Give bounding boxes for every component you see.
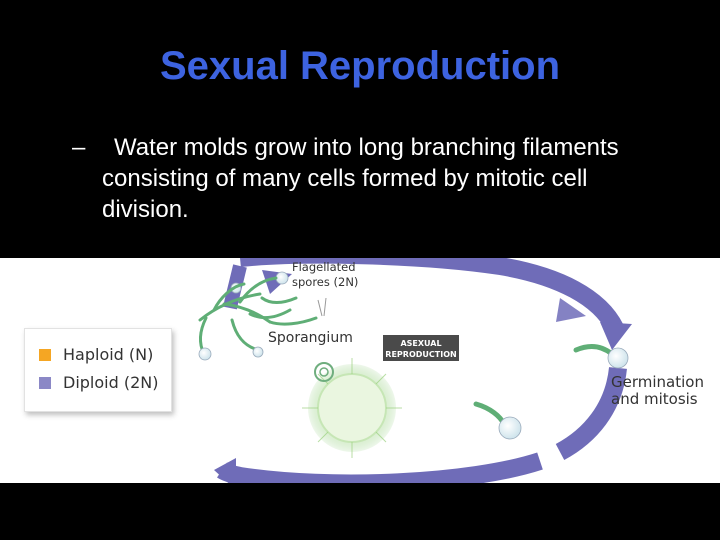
cycle-arrow-bottom	[217, 452, 543, 483]
germinating-spore-icon	[473, 401, 522, 440]
bottom-bar	[0, 483, 720, 540]
asexual-reproduction-tag: ASEXUAL REPRODUCTION	[383, 335, 459, 361]
bullet-text: Water molds grow into long branching fil…	[102, 134, 619, 223]
haploid-swatch	[39, 348, 51, 361]
cycle-arrow-right	[555, 366, 627, 460]
germination-label: Germination and mitosis	[611, 374, 704, 408]
flagellated-spores-label: Flagellated spores (2N)	[292, 260, 358, 290]
legend-label-haploid: Haploid (N)	[63, 345, 154, 364]
germination-label-line2: and mitosis	[611, 390, 698, 408]
legend-label-diploid: Diploid (2N)	[63, 373, 159, 392]
bullet-dash: –	[72, 134, 86, 161]
cycle-arrowhead-upper	[262, 270, 292, 294]
cycle-arrow-top	[240, 258, 624, 333]
asexual-tag-line1: ASEXUAL	[400, 339, 442, 348]
cycle-arrowhead-right	[600, 322, 632, 350]
germination-label-line1: Germination	[611, 373, 704, 391]
life-cycle-diagram: Flagellated spores (2N) Sporangium ASEXU…	[0, 258, 720, 483]
zoospore-icon	[314, 362, 334, 382]
life-cycle-illustration	[198, 258, 632, 483]
cycle-arrowhead-mid	[556, 298, 586, 322]
slide-title: Sexual Reproduction	[159, 44, 561, 88]
sporangium-label: Sporangium	[268, 330, 353, 346]
flagellated-label-line2: spores (2N)	[292, 275, 359, 289]
legend: Haploid (N) Diploid (2N)	[24, 328, 172, 412]
cycle-arrowhead-bottom	[214, 458, 236, 483]
bullet-item: – Water molds grow into long branching f…	[72, 132, 672, 225]
asexual-tag-line2: REPRODUCTION	[385, 350, 457, 359]
germinating-spore-icon	[573, 344, 629, 369]
legend-item-haploid: Haploid (N)	[39, 345, 153, 364]
diploid-swatch	[39, 376, 51, 389]
sporangium-icon	[302, 358, 402, 458]
spore-icon	[275, 271, 289, 285]
flagellated-label-line1: Flagellated	[292, 260, 356, 274]
legend-item-diploid: Diploid (2N)	[39, 373, 158, 392]
